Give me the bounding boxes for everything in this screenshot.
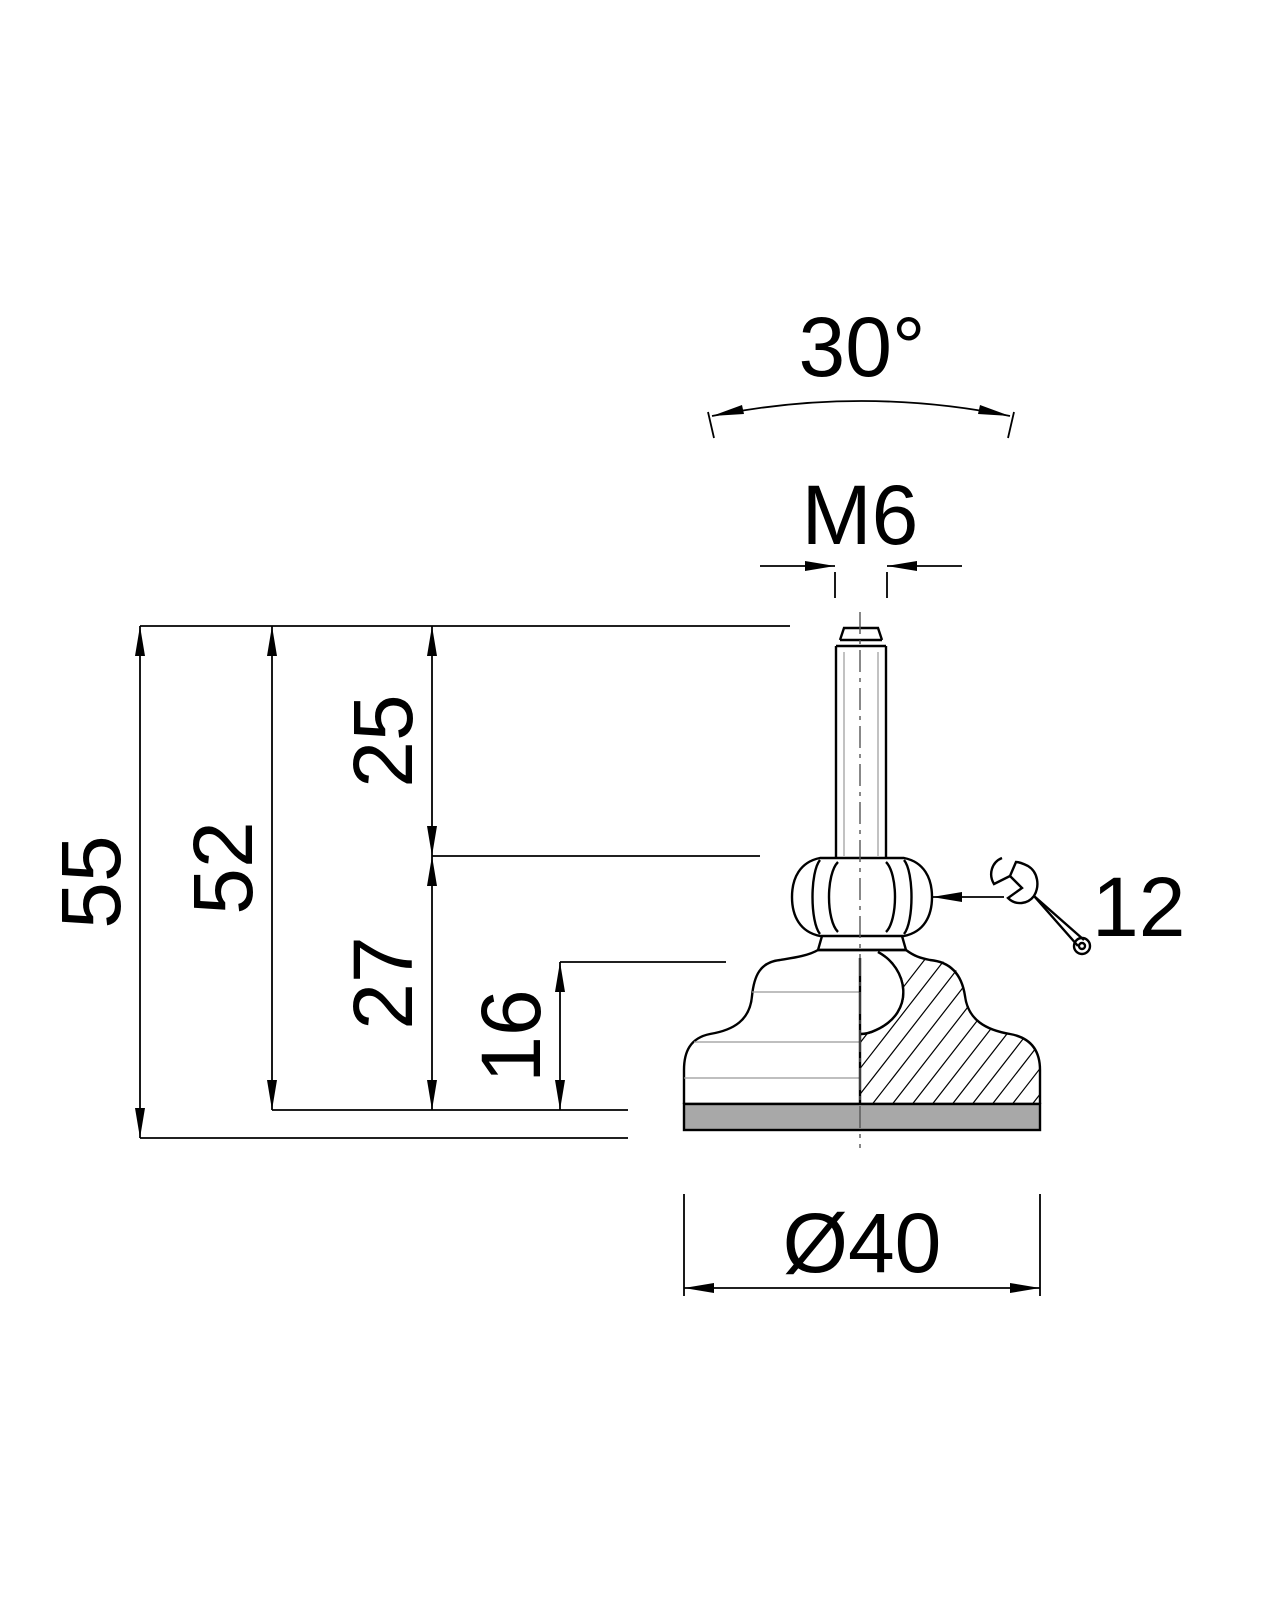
overall-height-label: 55 [44, 835, 138, 928]
diameter-dimension: Ø40 [683, 1194, 1041, 1296]
base-height-label: 16 [464, 989, 558, 1082]
leveling-foot [682, 626, 1042, 1132]
hex-nut [790, 856, 934, 952]
angle-label: 30° [798, 300, 925, 394]
thread-dimension: M6 [760, 468, 962, 598]
wrench-dimension: 12 [932, 856, 1185, 956]
wrench-icon [990, 856, 1092, 956]
dimension-base-height: 16 [464, 962, 565, 1110]
extension-lines [140, 625, 790, 1139]
wrench-size-label: 12 [1092, 860, 1185, 954]
rubber-pad [682, 1102, 1042, 1132]
diameter-label: Ø40 [783, 1196, 942, 1290]
section-hatch [860, 958, 1040, 1104]
dimension-lower-height: 27 [336, 856, 437, 1110]
lower-height-label: 27 [336, 936, 430, 1029]
angle-dimension: 30° [707, 300, 1015, 439]
stud-to-pad-label: 52 [176, 821, 270, 914]
thread-label: M6 [802, 468, 919, 562]
dimension-thread-length: 25 [336, 626, 437, 856]
dimension-overall-height: 55 [44, 626, 145, 1138]
thread-length-label: 25 [336, 694, 430, 787]
dimension-stud-to-pad: 52 [176, 626, 277, 1110]
